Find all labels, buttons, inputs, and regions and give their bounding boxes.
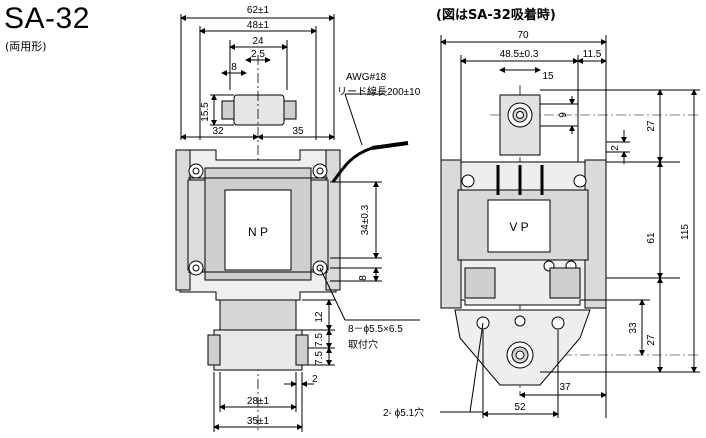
dim-12: 12 xyxy=(314,311,325,323)
mount-note-line1: 8－ϕ5.5×6.5 xyxy=(348,324,403,335)
dim-bottom-35: 35±1 xyxy=(247,416,270,427)
dim-33: 33 xyxy=(628,322,639,334)
dim-37: 37 xyxy=(559,382,571,393)
dim-overall-width: 62±1 xyxy=(247,5,270,16)
dim-7-5-a: 7.5 xyxy=(314,333,325,347)
dim-7-5-b: 7.5 xyxy=(314,351,325,365)
right-view xyxy=(440,35,700,418)
model-subtitle: (両用形) xyxy=(5,40,47,53)
right-view-title: (図はSA-32吸着時) xyxy=(436,8,556,23)
dim-9: 9 xyxy=(558,112,569,118)
dim-115: 115 xyxy=(680,224,691,240)
dim-15: 15 xyxy=(542,71,554,82)
dim-11-5: 11.5 xyxy=(583,49,602,60)
dim-27-bottom: 27 xyxy=(646,334,657,346)
mount-note-line2: 取付穴 xyxy=(348,338,378,351)
left-view-labels: 62±1 48±1 24 2.5 8 32 35 15.5 AWG#18 リード… xyxy=(200,5,421,427)
dim-61: 61 xyxy=(646,232,657,244)
dim-2-right: 2 xyxy=(610,145,621,151)
dim-height-15-5: 15.5 xyxy=(200,102,211,122)
dim-overall-70: 70 xyxy=(517,30,529,41)
dim-2-left: 2 xyxy=(312,374,318,385)
left-label-plate: N P xyxy=(248,225,268,239)
wire-note-line2: リード線長200±10 xyxy=(337,85,421,98)
dim-right-8: 8 xyxy=(358,275,369,281)
dim-coil-34: 34±0.3 xyxy=(360,204,371,235)
right-view-labels: 70 48.5±0.3 11.5 15 9 27 2 V P 61 115 33… xyxy=(383,30,691,419)
dim-inner-width: 48±1 xyxy=(247,20,270,31)
right-label-plate: V P xyxy=(509,220,528,234)
dim-52: 52 xyxy=(514,402,526,413)
dim-center-width: 24 xyxy=(252,36,264,47)
wire-note-line1: AWG#18 xyxy=(346,72,387,83)
model-title: SA-32 xyxy=(4,2,90,35)
hole-note: 2- ϕ5.1穴 xyxy=(383,406,424,419)
dim-bottom-28: 28±1 xyxy=(247,396,270,407)
dim-right-35: 35 xyxy=(292,126,304,137)
left-view xyxy=(175,14,420,432)
dim-27-top: 27 xyxy=(646,120,657,132)
dim-48-5: 48.5±0.3 xyxy=(500,49,539,60)
dim-hole-offset: 2.5 xyxy=(251,49,265,60)
dim-small-8: 8 xyxy=(231,62,237,73)
dim-left-32: 32 xyxy=(212,126,224,137)
